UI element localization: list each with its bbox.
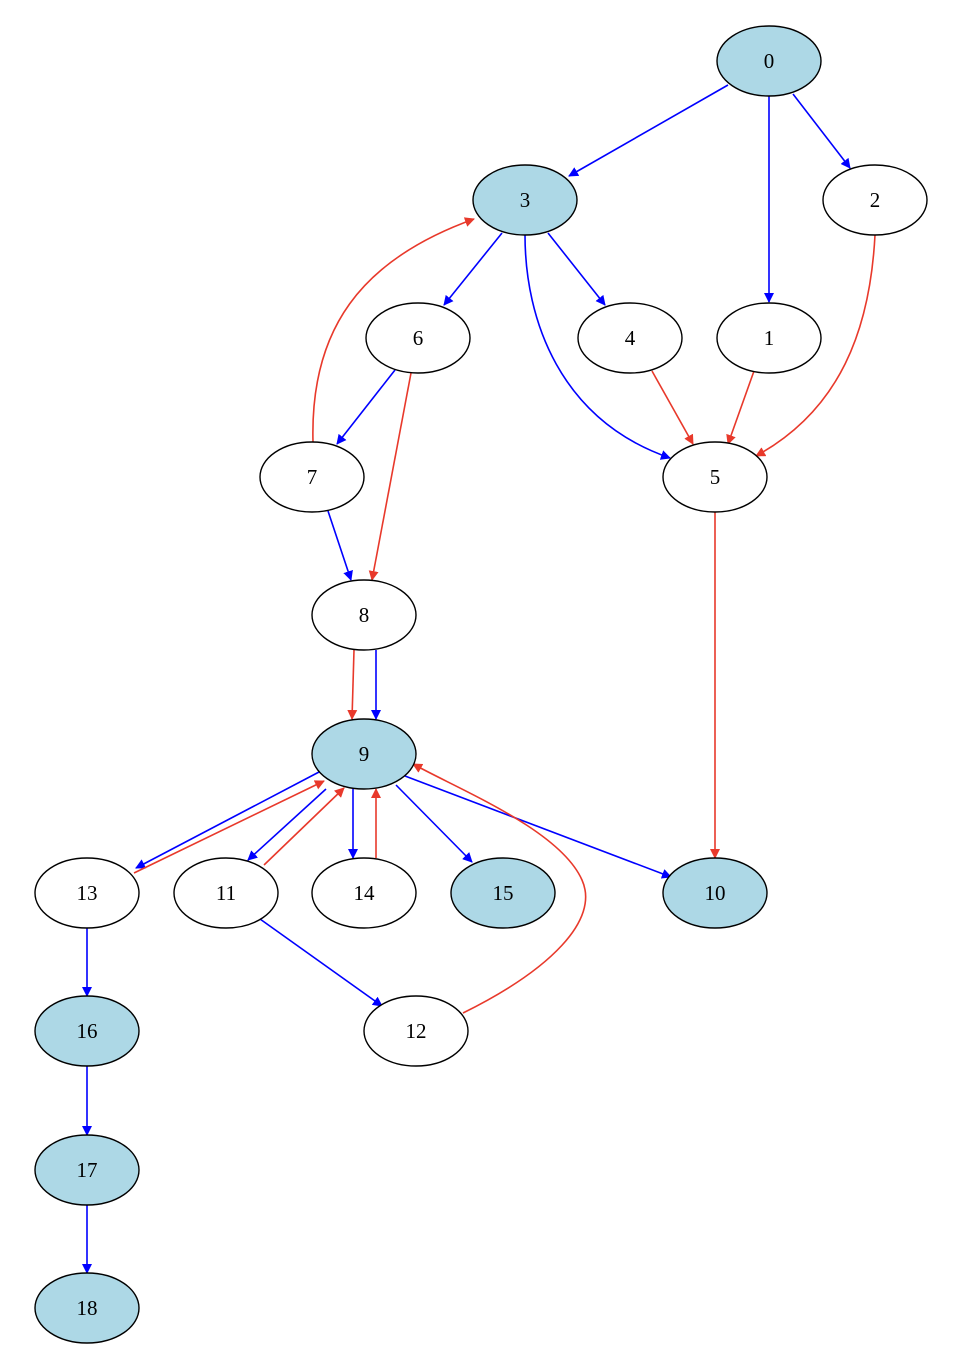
node-10-ellipse: [662, 857, 768, 929]
node-5: 5: [662, 441, 768, 513]
node-18-label: 18: [77, 1296, 98, 1320]
edge-0-to-3-blue: [568, 84, 729, 177]
node-6-ellipse: [365, 302, 471, 374]
node-2: 2: [822, 164, 928, 236]
node-8-ellipse: [311, 579, 417, 651]
edge-4-to-5-red: [651, 370, 694, 445]
node-5-label: 5: [710, 465, 721, 489]
node-9-label: 9: [359, 742, 370, 766]
edge-13-to-9-red: [133, 780, 325, 874]
node-15-ellipse: [450, 857, 556, 929]
node-12-ellipse: [363, 995, 469, 1067]
node-3: 3: [472, 164, 578, 236]
node-15-label: 15: [493, 881, 514, 905]
node-16: 16: [34, 995, 140, 1067]
edge-7-to-3-red: [312, 217, 475, 443]
node-9-ellipse: [311, 718, 417, 790]
edge-9-to-11-blue: [247, 788, 327, 861]
node-12: 12: [363, 995, 469, 1067]
edge-11-to-12-blue: [259, 918, 383, 1007]
node-17-label: 17: [77, 1158, 98, 1182]
node-3-label: 3: [520, 188, 531, 212]
node-18: 18: [34, 1272, 140, 1344]
node-10-label: 10: [705, 881, 726, 905]
node-14-ellipse: [311, 857, 417, 929]
node-0-label: 0: [764, 49, 775, 73]
node-10: 10: [662, 857, 768, 929]
node-18-ellipse: [34, 1272, 140, 1344]
node-9: 9: [311, 718, 417, 790]
node-13: 13: [34, 857, 140, 929]
edge-9-to-15-blue: [395, 784, 473, 863]
node-1-ellipse: [716, 302, 822, 374]
node-8-label: 8: [359, 603, 370, 627]
edges-layer: [82, 84, 876, 1274]
edge-8-to-9-red: [347, 649, 358, 720]
edge-9-to-13-blue: [135, 771, 320, 869]
node-17: 17: [34, 1134, 140, 1206]
node-5-ellipse: [662, 441, 768, 513]
node-7-ellipse: [259, 441, 365, 513]
node-6-label: 6: [413, 326, 424, 350]
node-13-label: 13: [77, 881, 98, 905]
edge-9-to-10-blue: [404, 775, 672, 879]
node-4-ellipse: [577, 302, 683, 374]
node-8: 8: [311, 579, 417, 651]
edge-7-to-8-blue: [327, 510, 353, 581]
node-7-label: 7: [307, 465, 318, 489]
edge-2-to-5-red: [755, 234, 876, 457]
edge-12-to-9-red: [412, 763, 587, 1014]
node-2-ellipse: [822, 164, 928, 236]
edge-1-to-5-red: [726, 370, 755, 445]
node-15: 15: [450, 857, 556, 929]
node-4-label: 4: [625, 326, 636, 350]
node-7: 7: [259, 441, 365, 513]
edge-3-to-5-blue: [524, 234, 671, 460]
edge-6-to-8-red: [368, 372, 412, 581]
edge-0-to-2-blue: [792, 93, 851, 169]
node-16-ellipse: [34, 995, 140, 1067]
edge-11-to-9-red: [263, 787, 345, 866]
node-6: 6: [365, 302, 471, 374]
edge-3-to-4-blue: [547, 232, 606, 306]
node-14-label: 14: [354, 881, 376, 905]
node-14: 14: [311, 857, 417, 929]
edge-3-to-6-blue: [443, 232, 503, 306]
node-3-ellipse: [472, 164, 578, 236]
node-2-label: 2: [870, 188, 881, 212]
node-11-ellipse: [173, 857, 279, 929]
edge-6-to-7-blue: [336, 369, 396, 445]
node-11: 11: [173, 857, 279, 929]
node-0-ellipse: [716, 25, 822, 97]
node-12-label: 12: [406, 1019, 427, 1043]
node-4: 4: [577, 302, 683, 374]
node-1: 1: [716, 302, 822, 374]
node-11-label: 11: [216, 881, 236, 905]
node-1-label: 1: [764, 326, 775, 350]
node-13-ellipse: [34, 857, 140, 929]
node-16-label: 16: [77, 1019, 98, 1043]
node-17-ellipse: [34, 1134, 140, 1206]
node-0: 0: [716, 25, 822, 97]
